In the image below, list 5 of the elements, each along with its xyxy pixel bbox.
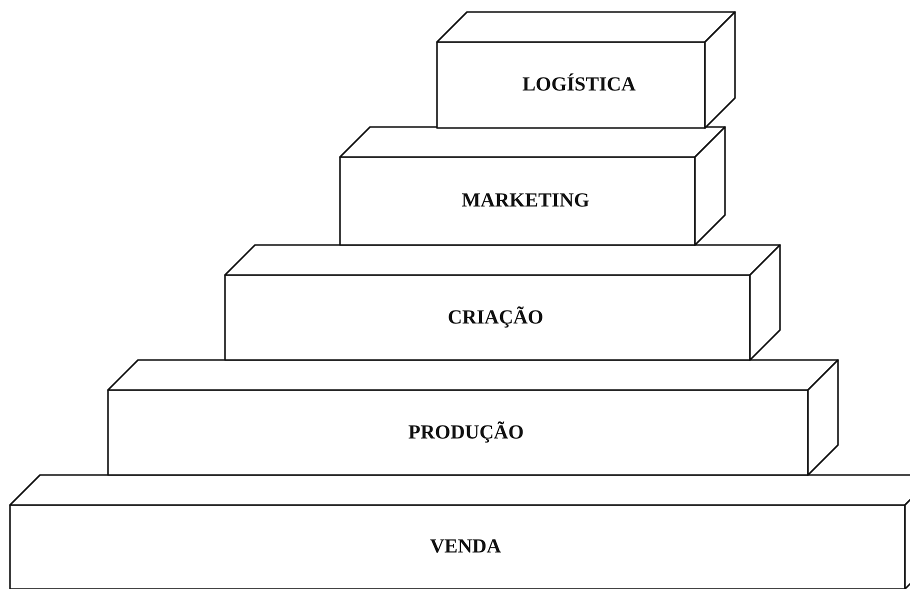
block-label: CRIAÇÃO — [448, 306, 544, 329]
block-label: MARKETING — [462, 190, 590, 212]
block-label: PRODUÇÃO — [408, 421, 524, 444]
block-label: VENDA — [430, 536, 502, 558]
block-label: LOGÍSTICA — [522, 74, 636, 96]
